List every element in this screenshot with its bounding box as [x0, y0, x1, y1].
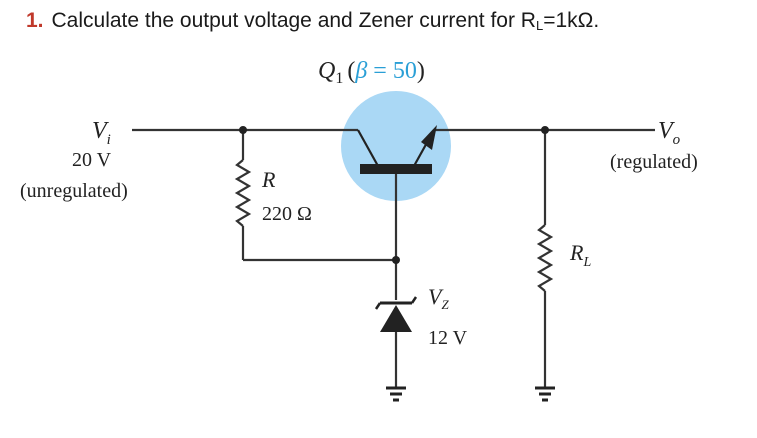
transistor-label: Q1(β = 50): [318, 58, 425, 87]
input-voltage-value: 20 V: [72, 149, 112, 171]
problem-text-end: =1kΩ.: [543, 9, 600, 32]
zener-voltage-label: VZ: [428, 284, 449, 312]
ground-icon: [535, 386, 555, 402]
problem-statement: 1. Calculate the output voltage and Zener…: [26, 9, 599, 33]
resistor-r-value: 220 Ω: [262, 203, 312, 225]
resistor-rl-symbol: [536, 224, 554, 292]
junction-dot: [239, 126, 247, 134]
ground-icon: [386, 386, 406, 402]
input-note: (unregulated): [20, 180, 128, 202]
problem-text: Calculate the output voltage and Zener c…: [51, 9, 536, 32]
zener-voltage-value: 12 V: [428, 327, 468, 349]
input-voltage-label: Vi: [92, 118, 111, 148]
resistor-r-symbol: [234, 159, 252, 227]
transistor-q1: [357, 125, 437, 174]
zener-diode-symbol: [374, 296, 418, 332]
junction-dot: [392, 256, 400, 264]
problem-subscript: L: [535, 18, 544, 33]
load-resistor-label: RL: [569, 240, 591, 270]
resistor-r-label: R: [261, 167, 276, 192]
output-note: (regulated): [610, 151, 698, 173]
junction-dot: [541, 126, 549, 134]
output-voltage-label: Vo: [658, 118, 681, 148]
problem-number: 1.: [26, 9, 44, 32]
